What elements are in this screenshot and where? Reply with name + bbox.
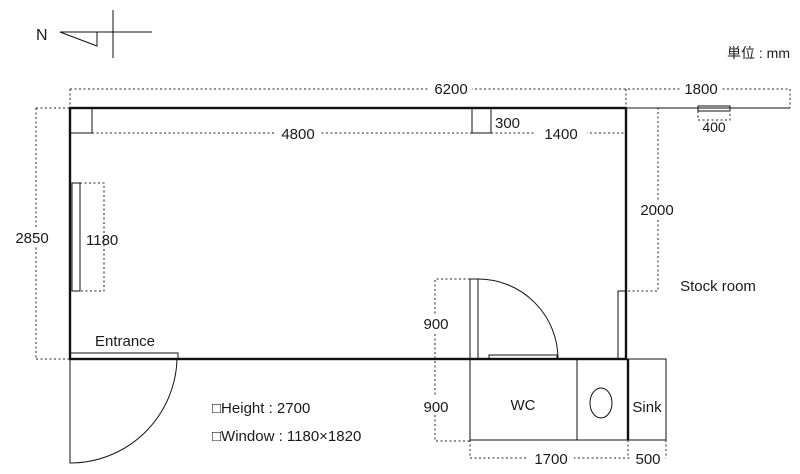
dim-inner-right: 1400	[544, 126, 577, 143]
dim-sink-width: 500	[635, 451, 660, 468]
label-bg	[420, 314, 454, 332]
column-pillar-left	[69, 107, 93, 134]
entrance-label: Entrance	[95, 333, 155, 350]
label-bg	[631, 449, 665, 467]
dim-stock-window: 400	[702, 119, 726, 135]
label-bg	[528, 449, 574, 467]
dim-side-window: 1180	[86, 232, 118, 249]
label-bg	[420, 397, 454, 415]
dim-stock-depth: 2000	[640, 202, 673, 219]
wc-room	[469, 358, 629, 441]
compass-label: N	[36, 27, 48, 44]
label-bg	[535, 124, 587, 142]
wc-door-swing	[477, 278, 559, 360]
label-bg	[430, 79, 472, 97]
entrance-door-swing	[69, 358, 178, 464]
window-note: □Window : 1180×1820	[212, 428, 361, 445]
stock-room-label: Stock room	[680, 278, 756, 295]
wc-label: WC	[511, 397, 536, 414]
column-pillar-right	[471, 107, 492, 134]
label-bg	[275, 124, 321, 142]
label-bg	[14, 228, 56, 246]
dim-stock-width: 1800	[684, 81, 717, 98]
unit-label: 単位 : mm	[727, 45, 790, 61]
dim-inner-left: 4800	[281, 126, 314, 143]
side-window	[71, 182, 81, 292]
height-note: □Height : 2700	[212, 400, 310, 417]
dim-depth: 2850	[15, 230, 48, 247]
stock-window-dimension	[697, 111, 731, 121]
dim-column: 300	[495, 115, 520, 132]
dim-door-lower: 900	[423, 399, 448, 416]
dim-total-width: 6200	[434, 81, 467, 98]
compass-arrow-icon	[59, 31, 98, 47]
dim-wc-width: 1700	[534, 451, 567, 468]
side-window-dimension	[80, 182, 105, 292]
stock-window	[697, 105, 731, 112]
north-compass: N	[36, 10, 152, 58]
label-bg	[636, 200, 678, 218]
entrance-threshold	[69, 352, 179, 360]
dim-door-upper: 900	[423, 316, 448, 333]
sink-label: Sink	[632, 399, 662, 416]
stock-depth-dimension	[626, 107, 659, 292]
toilet-bowl-icon	[589, 387, 613, 419]
label-bg	[680, 79, 722, 97]
wc-door-leaf	[469, 278, 479, 360]
main-room-wall	[68, 106, 628, 361]
